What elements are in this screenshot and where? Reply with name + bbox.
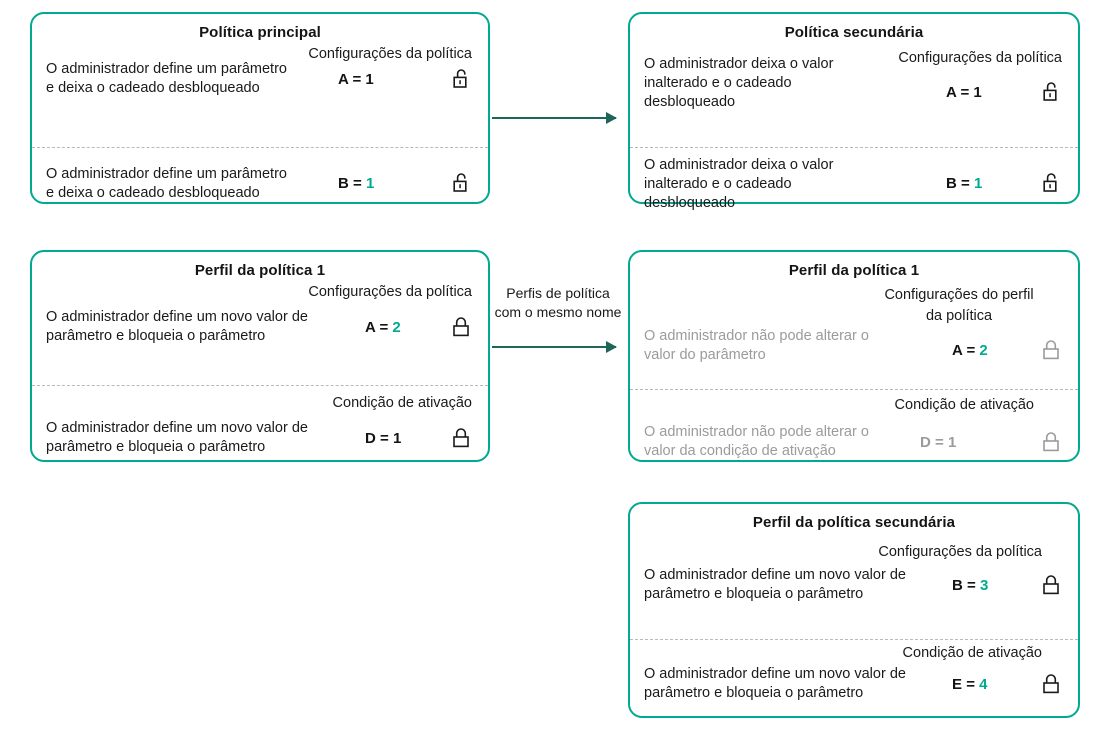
equals-sign: = xyxy=(960,84,970,101)
parameter-value: D = 1 xyxy=(920,434,1006,451)
unlock-icon xyxy=(1038,81,1064,104)
parameter-key: B xyxy=(946,175,957,192)
section-heading: Condição de ativação xyxy=(332,395,472,411)
section-description: O administrador define um novo valor de … xyxy=(644,567,906,602)
parameter-key: D xyxy=(365,429,376,447)
card-policy-profile-1-left: Perfil da política 1 Configurações da po… xyxy=(30,250,490,462)
lock-icon xyxy=(1038,673,1064,696)
equals-sign: = xyxy=(353,175,362,192)
section-heading: Configurações da política xyxy=(308,46,472,62)
parameter-key: A xyxy=(365,318,376,336)
policy-section: Condição de ativação O administrador não… xyxy=(630,389,1078,485)
policy-section: O administrador define um parâmetro e de… xyxy=(32,147,488,219)
equals-sign: = xyxy=(352,70,362,88)
parameter-number: 1 xyxy=(392,429,402,447)
arrow-main-to-secondary xyxy=(492,112,617,124)
lock-icon xyxy=(1038,574,1064,597)
lock-icon xyxy=(1038,339,1064,362)
policy-section: Configurações da política O administrado… xyxy=(630,531,1078,639)
card-title: Perfil da política 1 xyxy=(194,262,326,279)
parameter-key: D xyxy=(920,433,931,451)
card-title: Perfil da política 1 xyxy=(788,262,920,279)
policy-section: Condição de ativação O administrador def… xyxy=(32,385,488,485)
section-description: O administrador define um parâmetro e de… xyxy=(46,61,287,96)
lock-icon xyxy=(448,316,474,339)
card-title: Política secundária xyxy=(784,24,924,41)
parameter-number: 1 xyxy=(365,70,374,88)
parameter-key: A xyxy=(946,84,957,101)
section-description: O administrador define um novo valor de … xyxy=(46,420,308,455)
card-secondary-policy-profile: Perfil da política secundária Configuraç… xyxy=(628,502,1080,718)
equals-sign: = xyxy=(966,675,975,693)
section-heading: Configurações da política xyxy=(878,544,1042,560)
policy-section: Configurações da política O administrado… xyxy=(32,279,488,385)
parameter-key: E xyxy=(952,675,963,693)
lock-icon xyxy=(448,427,474,450)
section-description: O administrador deixa o valor inalterado… xyxy=(644,56,834,110)
policy-section: O administrador não pode alterar o valor… xyxy=(630,279,1078,389)
card-title: Perfil da política secundária xyxy=(752,514,956,531)
policy-section: O administrador deixa o valor inalterado… xyxy=(630,41,1078,147)
policy-section: Condição de ativação O administrador def… xyxy=(630,639,1078,727)
equals-sign: = xyxy=(967,576,976,594)
parameter-value: E = 4 xyxy=(952,676,1024,693)
section-description: O administrador define um parâmetro e de… xyxy=(46,165,287,201)
parameter-value: A = 2 xyxy=(952,342,1038,359)
section-heading: Configurações da política xyxy=(308,284,472,300)
equals-sign: = xyxy=(966,342,976,359)
unlock-icon xyxy=(448,68,474,91)
parameter-number: 3 xyxy=(979,576,989,594)
section-description: O administrador define um novo valor de … xyxy=(644,666,906,701)
parameter-key: A xyxy=(952,342,963,359)
parameter-value: A = 2 xyxy=(365,319,433,336)
parameter-value: D = 1 xyxy=(365,430,433,447)
parameter-value: B = 1 xyxy=(946,175,1038,192)
policy-section: Configurações da política O administrado… xyxy=(32,41,488,147)
section-description: O administrador deixa o valor inalterado… xyxy=(644,157,834,211)
section-heading: Configurações da política xyxy=(898,50,1062,66)
card-title: Política principal xyxy=(199,24,321,41)
parameter-number: 1 xyxy=(365,175,375,192)
arrow-label-same-name-profiles: Perfis de política com o mesmo nome xyxy=(494,285,622,320)
parameter-key: A xyxy=(338,70,349,88)
section-heading: Condição de ativação xyxy=(902,645,1042,661)
section-description: O administrador não pode alterar o valor… xyxy=(644,424,869,459)
equals-sign: = xyxy=(379,318,389,336)
parameter-key: B xyxy=(952,576,963,594)
section-heading: Condição de ativação xyxy=(894,397,1034,413)
section-description: O administrador não pode alterar o valor… xyxy=(644,328,869,363)
parameter-number: 1 xyxy=(973,84,982,101)
card-main-policy: Política principal Configurações da polí… xyxy=(30,12,490,204)
parameter-key: B xyxy=(338,175,349,192)
card-secondary-policy: Política secundária O administrador deix… xyxy=(628,12,1080,211)
parameter-value: A = 1 xyxy=(338,71,412,88)
parameter-value: A = 1 xyxy=(946,84,1038,101)
card-policy-profile-1-right: Perfil da política 1 O administrador não… xyxy=(628,250,1080,462)
equals-sign: = xyxy=(380,429,389,447)
policy-section: O administrador deixa o valor inalterado… xyxy=(630,147,1078,219)
equals-sign: = xyxy=(961,175,970,192)
unlock-icon xyxy=(448,172,474,195)
unlock-icon xyxy=(1038,172,1064,195)
parameter-number: 4 xyxy=(979,675,988,693)
section-heading: Configurações do perfil da política xyxy=(884,287,1034,324)
parameter-number: 1 xyxy=(947,433,957,451)
parameter-number: 2 xyxy=(979,342,988,359)
equals-sign: = xyxy=(935,433,944,451)
lock-icon xyxy=(1038,431,1064,454)
parameter-number: 2 xyxy=(392,318,401,336)
section-description: O administrador define um novo valor de … xyxy=(46,309,308,344)
parameter-value: B = 1 xyxy=(338,175,412,192)
parameter-value: B = 3 xyxy=(952,577,1024,594)
arrow-profile-to-profile xyxy=(492,341,617,353)
parameter-number: 1 xyxy=(973,175,983,192)
